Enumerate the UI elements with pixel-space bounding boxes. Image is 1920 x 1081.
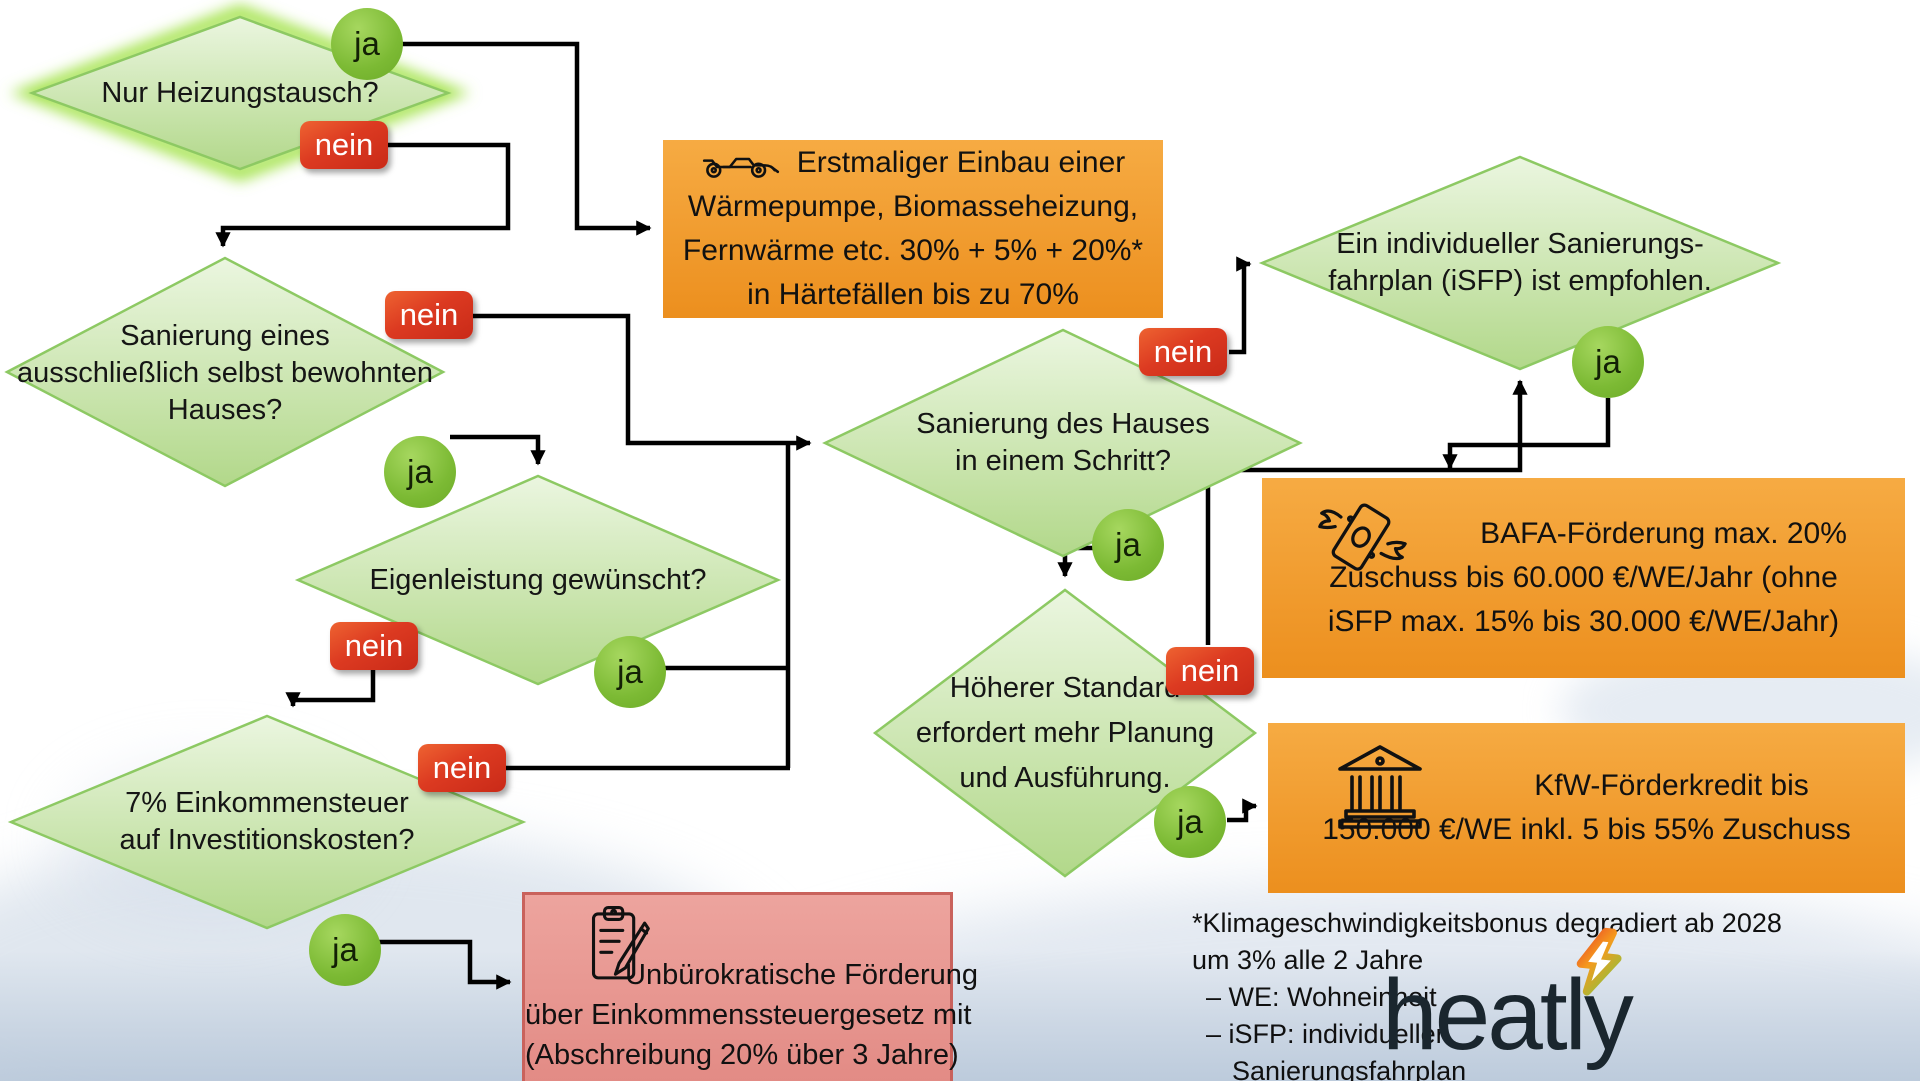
ja-label: ja (1595, 343, 1621, 380)
ja-label: ja (617, 653, 643, 690)
ja-badge-isfp: ja (1572, 326, 1644, 398)
result-box-einbau: Erstmaliger Einbau einer Wärmepumpe, Bio… (663, 140, 1163, 318)
decision-diamond-isfp (1258, 155, 1782, 371)
ja-badge-hoeherer-standard: ja (1154, 786, 1226, 858)
result-box-text: Wärmepumpe, Biomasseheizung, (687, 190, 1139, 223)
diamond-label-isfp: Ein individueller Sanierungs- fahrplan (… (1262, 222, 1778, 304)
nein-badge-nur-heizungstausch: nein (300, 121, 388, 169)
connector-nein-standard (1205, 379, 1528, 645)
lightning-bolt-icon (1576, 927, 1622, 996)
diamond-text: ausschließlich selbst bewohnten (17, 357, 433, 389)
connector-ja-heizungstausch (401, 41, 652, 236)
diamond-text: und Ausführung. (959, 761, 1171, 794)
diamond-text: Eigenleistung gewünscht? (369, 563, 707, 596)
nein-badge-einkommensteuer: nein (418, 744, 506, 792)
diamond-text: 7% Einkommensteuer (125, 787, 409, 819)
result-box-text: in Härtefällen bis zu 70% (747, 278, 1079, 311)
footnote-line: – iSFP: individueller (1206, 1019, 1445, 1049)
diamond-label-eigenleistung: Eigenleistung gewünscht? (298, 560, 778, 600)
diamond-text: Ein individueller Sanierungs- (1336, 228, 1704, 260)
connector-nein-eigenleistung (285, 668, 376, 708)
diamond-label-selbst-bewohnt: Sanierung eines ausschließlich selbst be… (7, 318, 443, 429)
result-box-text: (Abschreibung 20% über 3 Jahre) (525, 1039, 959, 1071)
diamond-label-einkommensteuer: 7% Einkommensteuer auf Investitionskoste… (11, 782, 523, 862)
ja-label: ja (354, 25, 380, 62)
nein-label: nein (399, 297, 459, 332)
ja-label: ja (1177, 803, 1203, 840)
nein-label: nein (1153, 334, 1213, 369)
nein-label: nein (344, 628, 404, 663)
diamond-text: Höherer Standard (949, 671, 1181, 704)
result-box-bafa: BAFA-Förderung max. 20% Zuschuss bis 60.… (1262, 478, 1905, 678)
ja-badge-nur-heizungstausch: ja (331, 8, 403, 80)
diamond-text: fahrplan (iSFP) ist empfohlen. (1328, 265, 1712, 297)
result-box-text: BAFA-Förderung max. 20% (1480, 517, 1847, 550)
race-car-icon (702, 157, 779, 178)
connector-ja-standard (1227, 798, 1258, 823)
diamond-text: Sanierung des Hauses (916, 408, 1210, 440)
diamond-text: auf Investitionskosten? (119, 824, 415, 856)
result-box-text: Zuschuss bis 60.000 €/WE/Jahr (ohne (1329, 561, 1838, 594)
decision-diamond-einkommensteuer (7, 714, 527, 930)
nein-label: nein (432, 750, 492, 785)
diamond-label-ein-schritt: Sanierung des Hauses in einem Schritt? (825, 402, 1301, 484)
connector-ja-einkommensteuer (378, 939, 512, 990)
bank-icon (1338, 745, 1422, 829)
footnote-line: – WE: Wohneinheit (1206, 982, 1437, 1012)
decision-diamond-eigenleistung (294, 474, 782, 686)
ja-label: ja (332, 931, 358, 968)
result-box-text: Erstmaliger Einbau einer (796, 146, 1126, 179)
diamond-text: Sanierung eines (120, 320, 330, 352)
ja-badge-eigenleistung: ja (594, 636, 666, 708)
footnote-line: Sanierungsfahrplan (1232, 1056, 1467, 1081)
decision-diamond-ein-schritt (822, 328, 1303, 558)
result-box-text: KfW-Förderkredit bis (1534, 769, 1809, 802)
footnote-line: um 3% alle 2 Jahre (1192, 945, 1424, 975)
ja-label: ja (407, 453, 433, 490)
result-box-text: Fernwärme etc. 30% + 5% + 20%* (682, 234, 1144, 267)
ja-badge-selbst-bewohnt: ja (384, 436, 456, 508)
diamond-text: erfordert mehr Planung (915, 716, 1215, 749)
result-box-text: iSFP max. 15% bis 30.000 €/WE/Jahr) (1327, 605, 1840, 638)
connector-nein-selbstbewohnt (471, 313, 812, 451)
clipboard-pencil-icon (591, 906, 650, 980)
nein-badge-ein-schritt: nein (1139, 328, 1227, 376)
result-box-text: Unbürokratische Förderung (625, 959, 979, 991)
nein-badge-selbst-bewohnt: nein (385, 291, 473, 339)
flying-money-icon (1318, 503, 1407, 571)
footnote: *Klimageschwindigkeitsbonus degradiert a… (1192, 905, 1782, 1081)
connector-ja-isfp (1442, 398, 1611, 470)
connector-ja-selbstbewohnt (450, 434, 546, 466)
ja-badge-ein-schritt: ja (1092, 509, 1164, 581)
ja-badge-einkommensteuer: ja (309, 914, 381, 986)
diamond-text: Nur Heizungstausch? (101, 76, 379, 109)
ja-label: ja (1115, 526, 1141, 563)
nein-badge-eigenleistung: nein (330, 622, 418, 670)
connector-nein-heizungstausch (215, 142, 511, 248)
decision-diamond-selbst-bewohnt (4, 256, 446, 488)
result-box-kfw: KfW-Förderkredit bis 150.000 €/WE inkl. … (1268, 723, 1905, 893)
nein-label: nein (314, 127, 374, 162)
footnote-line: *Klimageschwindigkeitsbonus degradiert a… (1192, 908, 1782, 938)
diamond-label-nur-heizungstausch: Nur Heizungstausch? (32, 55, 448, 131)
diamond-text: Hauses? (167, 394, 283, 426)
diamond-text: in einem Schritt? (955, 445, 1171, 477)
diamond-label-hoeherer-standard: Höherer Standard erfordert mehr Planung … (875, 666, 1255, 800)
nein-badge-hoeherer-standard: nein (1166, 647, 1254, 695)
result-box-text: über Einkommenssteuergesetz mit (525, 999, 972, 1031)
nein-label: nein (1180, 653, 1240, 688)
connector-nein-einschritt (1229, 256, 1252, 355)
result-box-steuer: Unbürokratische Förderung über Einkommen… (522, 892, 979, 1081)
